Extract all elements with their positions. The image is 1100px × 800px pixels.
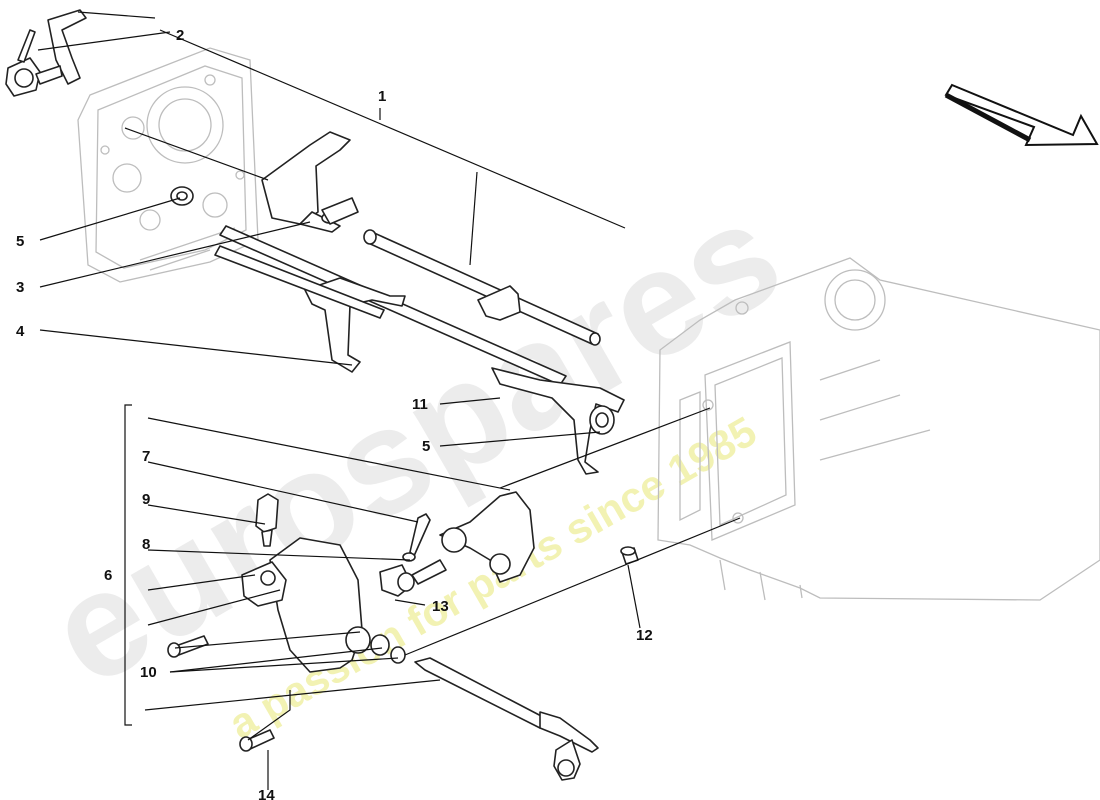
callout-9: 9 xyxy=(142,491,150,508)
callout-12: 12 xyxy=(636,627,653,644)
callout-5-upper: 5 xyxy=(16,233,24,250)
callout-1: 1 xyxy=(378,88,386,105)
shift-fork-upper xyxy=(5,9,87,97)
callout-14: 14 xyxy=(258,787,275,800)
shift-fork-11 xyxy=(491,367,625,475)
callout-5-lower: 5 xyxy=(422,438,430,455)
callout-8: 8 xyxy=(142,536,150,553)
gearbox-housing-right xyxy=(657,257,1100,601)
callout-4: 4 xyxy=(16,323,25,340)
callout-7: 7 xyxy=(142,448,150,465)
shift-fork-lower xyxy=(214,245,406,373)
callout-10: 10 xyxy=(140,664,157,681)
bush-upper xyxy=(170,186,194,206)
callout-13: 13 xyxy=(432,598,449,615)
gearbox-cover-left xyxy=(77,47,259,283)
callout-11: 11 xyxy=(412,396,428,413)
selector-housing xyxy=(167,493,406,752)
shift-linkage xyxy=(414,657,599,781)
bush-12 xyxy=(620,546,639,565)
selector-lever xyxy=(379,491,535,597)
direction-arrow-icon xyxy=(944,83,1099,147)
callouts: 1 2 3 4 5 5 6 7 8 9 10 11 12 13 14 xyxy=(16,27,653,800)
leader-lines xyxy=(37,11,741,790)
shift-rod-middle xyxy=(363,229,601,346)
callout-3: 3 xyxy=(16,279,24,296)
callout-2: 2 xyxy=(176,27,184,44)
callout-6: 6 xyxy=(104,567,112,584)
shift-rod-upper xyxy=(219,131,567,386)
